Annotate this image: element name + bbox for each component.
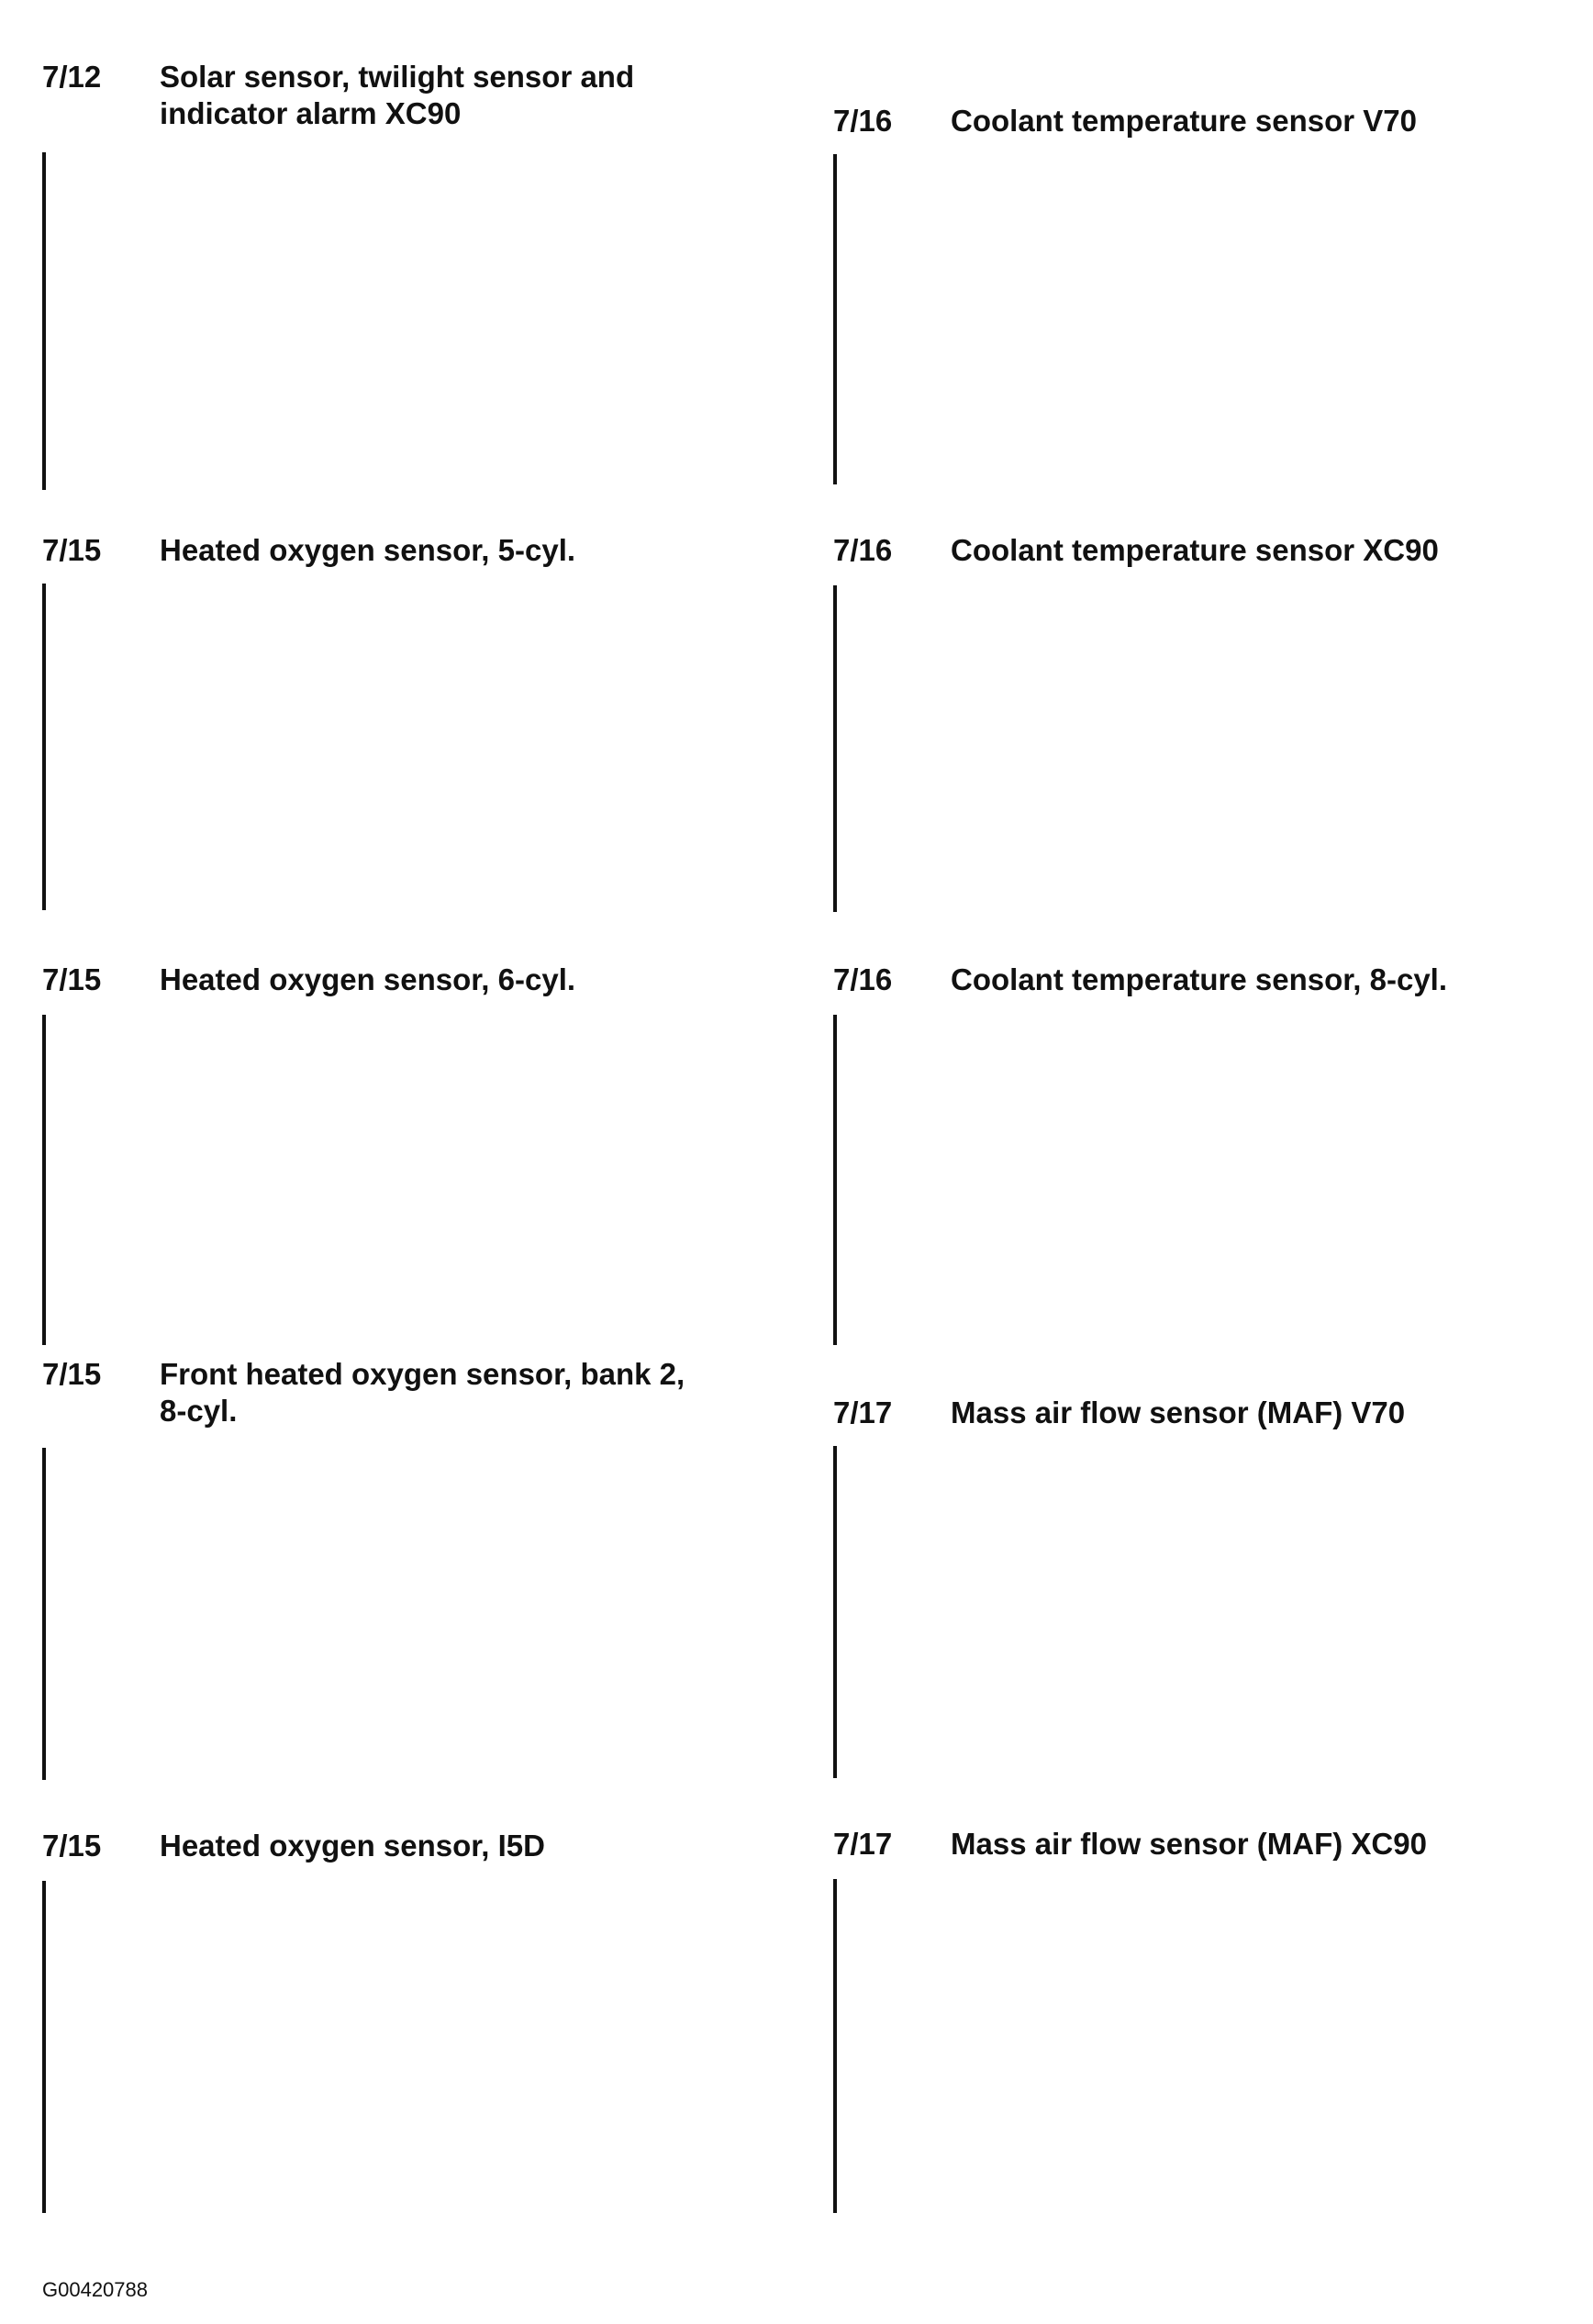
section-coolant-sensor-v70: 7/16 Coolant temperature sensor V70 [833,103,1551,484]
illustration-frame [833,585,837,912]
section-maf-sensor-xc90: 7/17 Mass air flow sensor (MAF) XC90 15 [833,1826,1551,2213]
section-title: Coolant temperature sensor V70 [951,104,1417,138]
section-maf-sensor-v70: 7/17 Mass air flow sensor (MAF) V70 15 [833,1395,1551,1778]
section-number: 7/16 [833,962,893,996]
illustration-frame: 6 4 25 3 11234 [42,584,46,910]
illustration-frame [833,1015,837,1345]
section-number: 7/15 [42,1829,102,1863]
section-oxygen-sensor-6cyl: 7/15 Heated oxygen sensor, 6-cyl. 6 4 25… [42,962,758,1345]
section-header: 7/15 Heated oxygen sensor, 5-cyl. [42,532,758,569]
illustration-frame: 15 [833,1446,837,1778]
section-title: Heated oxygen sensor, I5D [160,1829,545,1863]
illustration-frame [833,154,837,484]
section-number: 7/12 [42,60,102,94]
section-coolant-sensor-8cyl: 7/16 Coolant temperature sensor, 8-cyl. [833,962,1551,1345]
section-header: 7/17 Mass air flow sensor (MAF) XC90 [833,1826,1551,1863]
section-number: 7/17 [833,1827,893,1861]
section-title: Heated oxygen sensor, 6-cyl. [160,962,576,996]
illustration-frame: 6 4 25 3 1 [42,1015,46,1345]
section-number: 7/17 [833,1396,893,1429]
section-header: 7/17 Mass air flow sensor (MAF) V70 [833,1395,1551,1431]
section-oxygen-sensor-5cyl: 7/15 Heated oxygen sensor, 5-cyl. 6 4 25… [42,532,758,910]
section-number: 7/16 [833,104,893,138]
section-title: Mass air flow sensor (MAF) V70 [951,1396,1406,1429]
section-number: 7/15 [42,533,102,567]
section-title: Front heated oxygen sensor, bank 2, 8-cy… [160,1357,685,1428]
section-number: 7/15 [42,1357,102,1391]
section-header: 7/16 Coolant temperature sensor V70 [833,103,1551,139]
section-header: 7/15 Heated oxygen sensor, 6-cyl. [42,962,758,998]
section-header: 7/12 Solar sensor, twilight sensor and i… [42,59,758,132]
section-header: 7/15 Front heated oxygen sensor, bank 2,… [42,1356,758,1429]
section-oxygen-sensor-i5d: 7/15 Heated oxygen sensor, I5D [42,1828,758,2213]
illustration-frame: 51 [42,152,46,490]
section-title: Solar sensor, twilight sensor and indica… [160,60,635,130]
figure-code: G00420788 [42,2278,148,2301]
section-title: Heated oxygen sensor, 5-cyl. [160,533,576,567]
section-number: 7/16 [833,533,893,567]
section-header: 7/16 Coolant temperature sensor, 8-cyl. [833,962,1551,998]
section-oxygen-sensor-8cyl-bank2: 7/15 Front heated oxygen sensor, bank 2,… [42,1356,758,1780]
section-title: Coolant temperature sensor XC90 [951,533,1439,567]
section-coolant-sensor-xc90: 7/16 Coolant temperature sensor XC90 [833,532,1551,912]
section-header: 7/15 Heated oxygen sensor, I5D [42,1828,758,1864]
illustration-frame: 15 [833,1879,837,2213]
section-header: 7/16 Coolant temperature sensor XC90 [833,532,1551,569]
section-number: 7/15 [42,962,102,996]
section-title: Coolant temperature sensor, 8-cyl. [951,962,1448,996]
illustration-frame [42,1881,46,2213]
illustration-frame [42,1448,46,1780]
section-solar-sensor: 7/12 Solar sensor, twilight sensor and i… [42,59,758,490]
section-title: Mass air flow sensor (MAF) XC90 [951,1827,1427,1861]
